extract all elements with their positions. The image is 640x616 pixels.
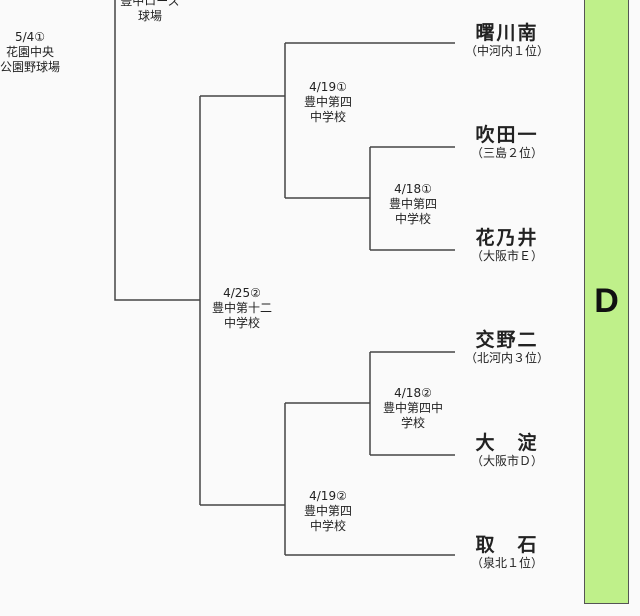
bracket-line-final bbox=[114, 0, 200, 301]
team-seed: （大阪市Ｄ） bbox=[470, 454, 543, 468]
bracket-line-419-2 bbox=[200, 403, 455, 556]
match-date: 4/19② bbox=[309, 489, 347, 503]
venue-line: 豊中第十二 bbox=[211, 301, 273, 315]
match-label-425-2: 4/25② 豊中第十二 中学校 bbox=[212, 286, 272, 331]
match-label-419-2: 4/19② 豊中第四 中学校 bbox=[304, 489, 352, 534]
match-date: 4/18① bbox=[394, 182, 432, 196]
venue-line: 球場 bbox=[137, 9, 162, 23]
team-seed: （北河内３位） bbox=[464, 351, 549, 365]
team-name: 吹田一 bbox=[475, 124, 539, 146]
bracket-line-418-2 bbox=[285, 351, 455, 456]
team-name: 曙川南 bbox=[475, 22, 539, 44]
match-date: 5/4① bbox=[14, 30, 46, 44]
team-name: 取 石 bbox=[475, 534, 539, 556]
venue-line: 豊中第四 bbox=[303, 504, 353, 518]
venue-line: 中学校 bbox=[309, 519, 347, 533]
match-label-418-1: 4/18① 豊中第四 中学校 bbox=[389, 182, 437, 227]
team-seed: （泉北１位） bbox=[470, 556, 543, 570]
final-venue-label: 豊中ローズ 球場 bbox=[120, 0, 179, 24]
venue-line: 豊中ローズ bbox=[120, 0, 180, 8]
team-entry: 大 淀 （大阪市Ｄ） bbox=[455, 432, 559, 469]
venue-line: 学校 bbox=[400, 416, 426, 430]
venue-line: 豊中第四中 bbox=[382, 401, 444, 415]
venue-line: 中学校 bbox=[223, 316, 261, 330]
match-label-418-2: 4/18② 豊中第四中 学校 bbox=[383, 386, 443, 431]
block-label-bar: D bbox=[584, 0, 629, 604]
venue-line: 豊中第四 bbox=[303, 95, 353, 109]
venue-line: 豊中第四 bbox=[388, 197, 438, 211]
match-label-419-1: 4/19① 豊中第四 中学校 bbox=[304, 80, 352, 125]
team-seed: （中河内１位） bbox=[464, 44, 549, 58]
block-label: D bbox=[594, 281, 619, 320]
team-entry: 曙川南 （中河内１位） bbox=[455, 22, 559, 59]
match-date: 4/25② bbox=[223, 286, 261, 300]
venue-line: 中学校 bbox=[394, 212, 432, 226]
team-entry: 取 石 （泉北１位） bbox=[455, 534, 559, 571]
match-date: 4/19① bbox=[309, 80, 347, 94]
team-entry: 交野二 （北河内３位） bbox=[455, 329, 559, 366]
venue-line: 公園野球場 bbox=[0, 60, 61, 74]
team-seed: （三島２位） bbox=[470, 146, 543, 160]
bracket-line-419-1 bbox=[200, 42, 455, 198]
team-name: 交野二 bbox=[475, 329, 539, 351]
venue-line: 中学校 bbox=[309, 110, 347, 124]
bracket-line-418-1 bbox=[285, 146, 455, 251]
venue-line: 花園中央 bbox=[5, 45, 55, 59]
match-date: 4/18② bbox=[394, 386, 432, 400]
team-name: 大 淀 bbox=[475, 432, 539, 454]
team-entry: 花乃井 （大阪市Ｅ） bbox=[455, 227, 559, 264]
team-seed: （大阪市Ｅ） bbox=[470, 249, 543, 263]
team-name: 花乃井 bbox=[475, 227, 539, 249]
team-entry: 吹田一 （三島２位） bbox=[455, 124, 559, 161]
semifinal-label: 5/4① 花園中央 公園野球場 bbox=[0, 30, 60, 75]
